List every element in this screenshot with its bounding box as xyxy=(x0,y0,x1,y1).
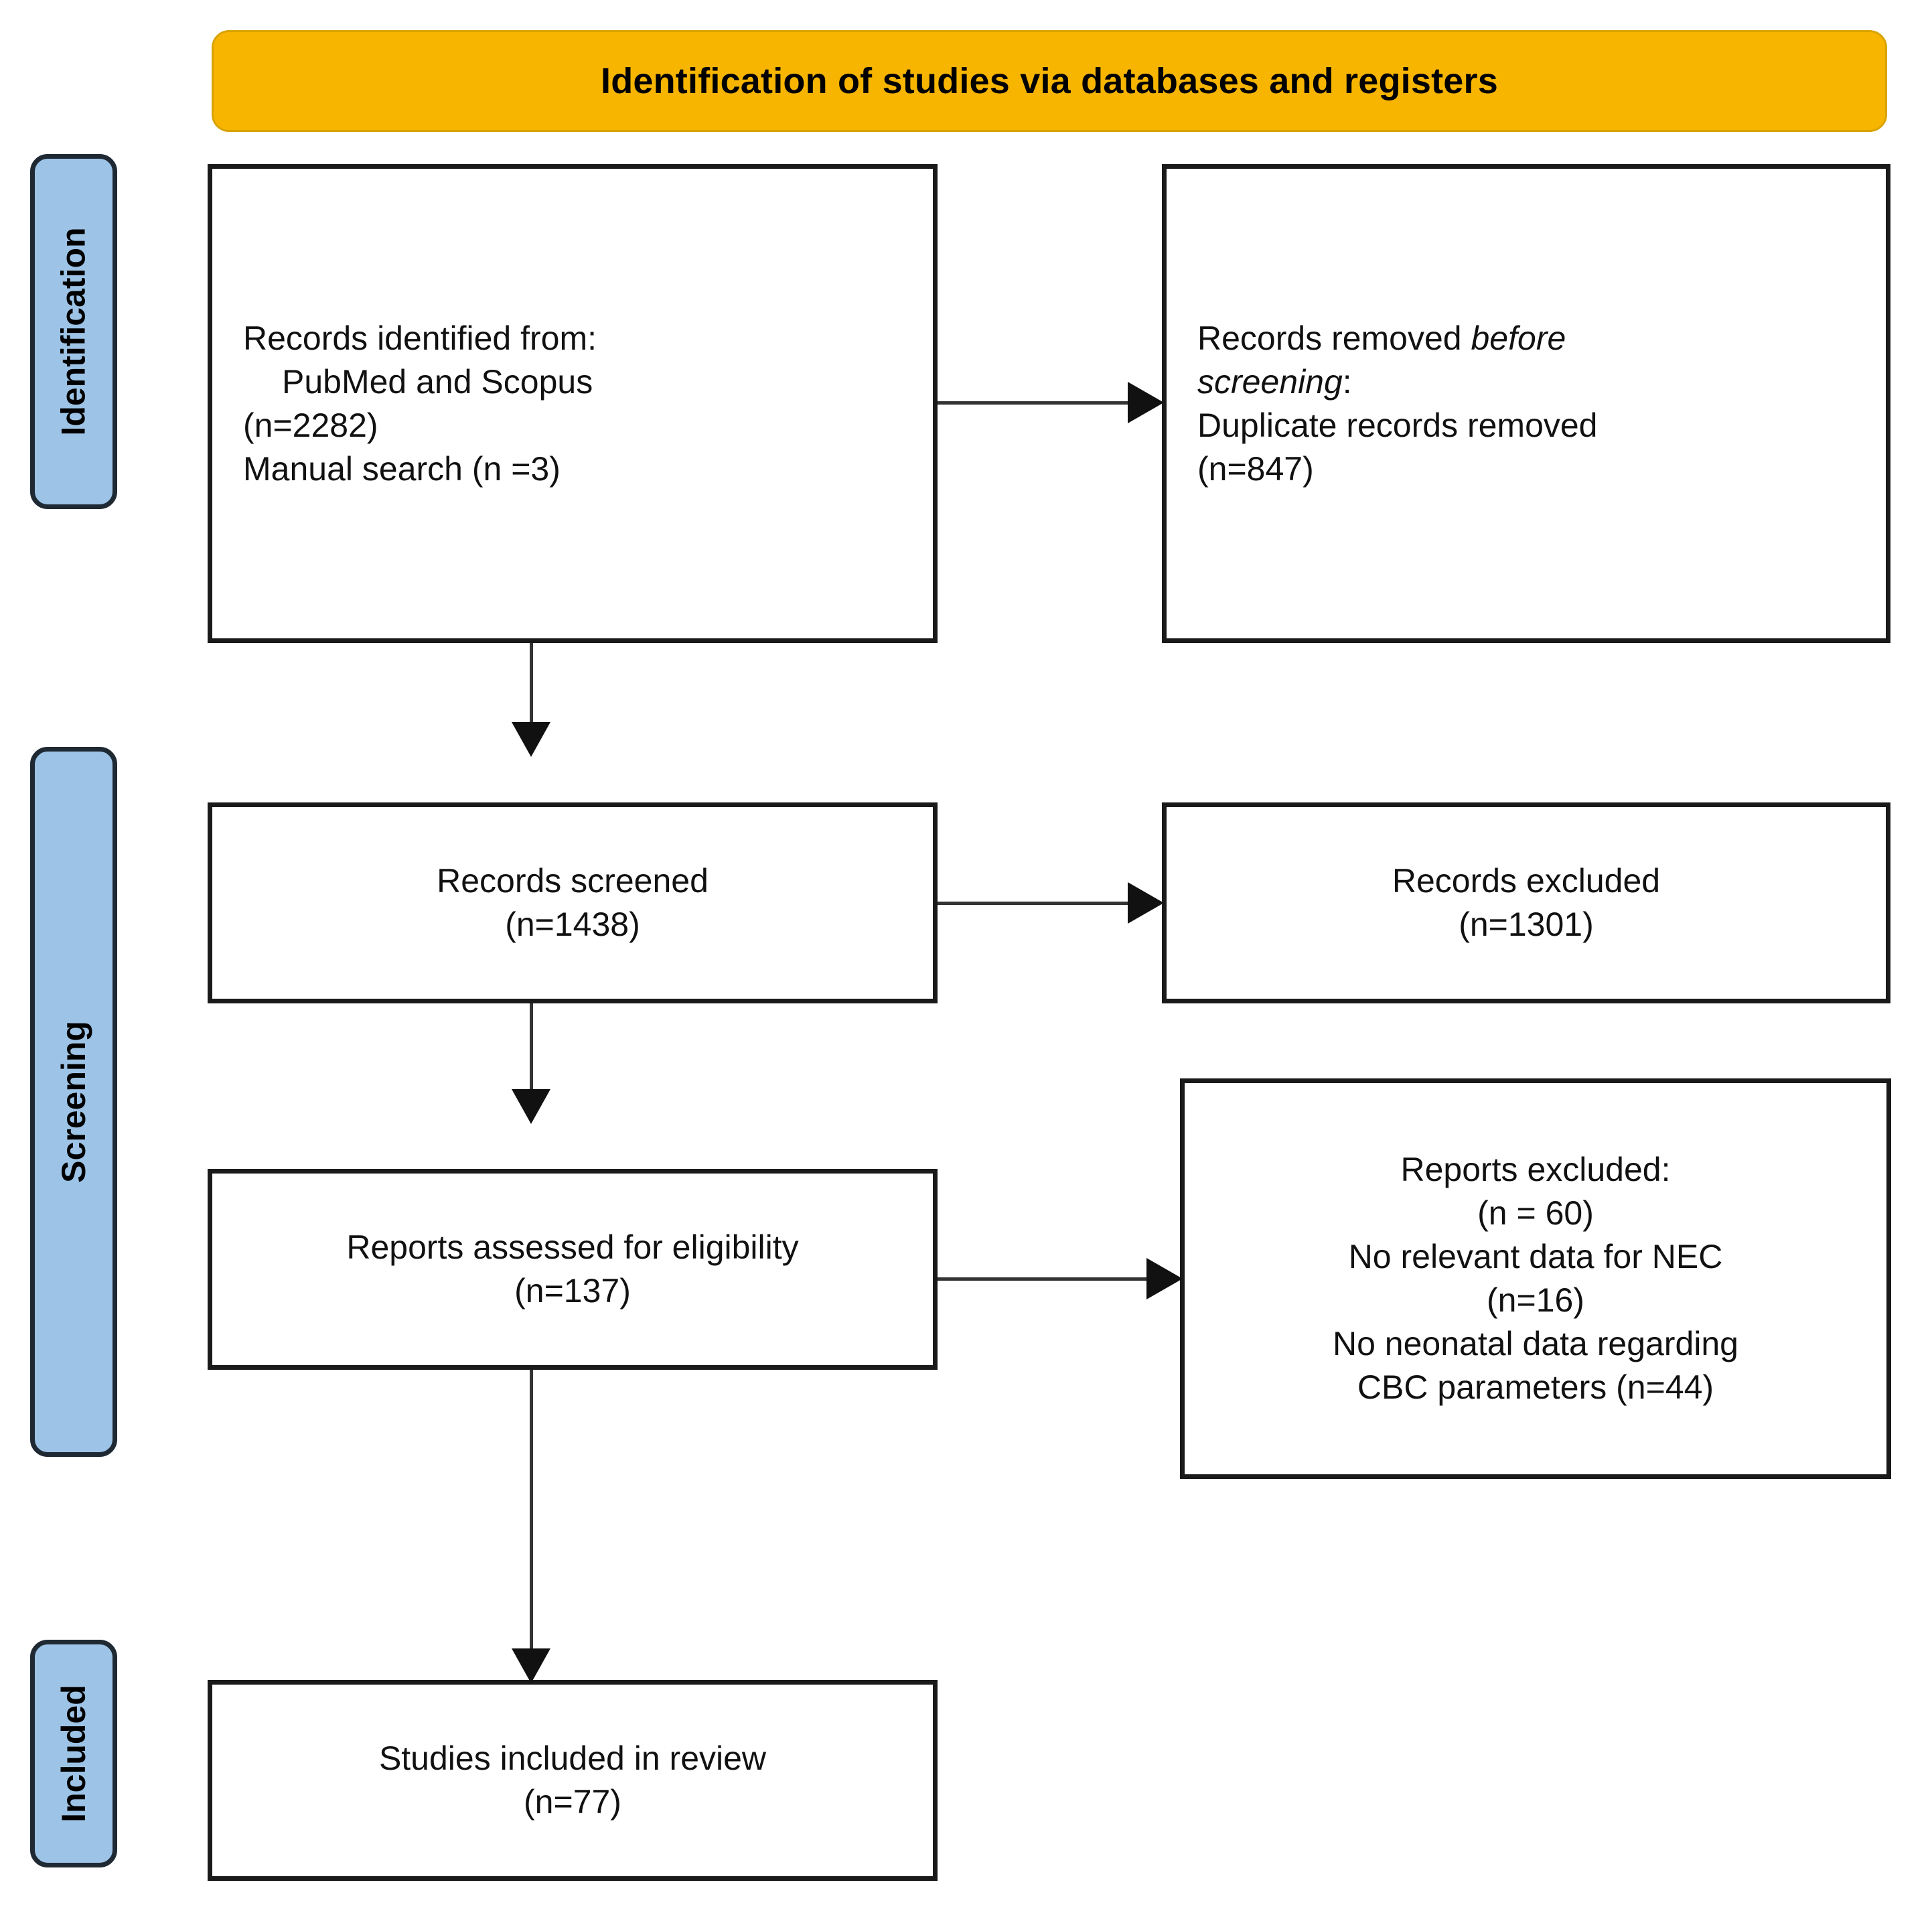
box-reports-assessed-eligibility-text: Reports assessed for eligibility (n=137) xyxy=(346,1228,799,1310)
arrow-identified-to-screened xyxy=(511,643,551,757)
box-reports-excluded: Reports excluded: (n = 60) No relevant d… xyxy=(1180,1078,1891,1479)
box-records-identified-text: Records identified from: PubMed and Scopu… xyxy=(212,317,597,491)
arrow-head-right-icon xyxy=(1146,1258,1183,1299)
box-records-removed: Records removed before screening: Duplicat… xyxy=(1162,164,1890,643)
box-records-excluded: Records excluded (n=1301) xyxy=(1162,802,1890,1003)
records-identified-line-4: Manual search (n =3) xyxy=(243,449,561,488)
arrow-shaft xyxy=(938,902,1133,905)
arrow-shaft xyxy=(530,1003,533,1089)
stage-label-screening: Screening xyxy=(30,747,117,1457)
records-identified-line-3: (n=2282) xyxy=(243,406,378,444)
box-studies-included-review: Studies included in review (n=77) xyxy=(208,1680,938,1881)
arrow-eligibility-to-reports-excluded xyxy=(938,1258,1183,1299)
arrow-head-right-icon xyxy=(1128,882,1164,924)
records-identified-line-2: PubMed and Scopus xyxy=(282,362,593,401)
arrow-shaft xyxy=(530,643,533,722)
stage-label-identification-text: Identification xyxy=(55,227,93,436)
records-removed-prefix: Records removed xyxy=(1197,319,1471,357)
records-removed-colon: : xyxy=(1342,362,1352,401)
box-records-screened-text: Records screened (n=1438) xyxy=(437,862,709,943)
arrow-head-down-icon xyxy=(512,1089,550,1124)
stage-label-included-text: Included xyxy=(55,1685,93,1823)
diagram-header-banner: Identification of studies via databases … xyxy=(212,30,1887,132)
box-reports-assessed-eligibility: Reports assessed for eligibility (n=137) xyxy=(208,1169,938,1370)
box-reports-excluded-text: Reports excluded: (n = 60) No relevant d… xyxy=(1332,1151,1738,1406)
records-removed-line-3: Duplicate records removed xyxy=(1197,406,1598,444)
box-records-excluded-text: Records excluded (n=1301) xyxy=(1392,862,1661,943)
stage-label-screening-text: Screening xyxy=(55,1021,92,1183)
arrow-screened-to-eligibility xyxy=(511,1003,551,1124)
box-records-screened: Records screened (n=1438) xyxy=(208,802,938,1003)
diagram-title: Identification of studies via databases … xyxy=(601,61,1498,101)
records-removed-italic-screening: screening xyxy=(1197,362,1343,401)
records-identified-line-1: Records identified from: xyxy=(243,319,597,357)
stage-label-included: Included xyxy=(30,1640,117,1867)
arrow-shaft xyxy=(938,401,1133,405)
arrow-head-down-icon xyxy=(512,722,550,757)
stage-label-identification: Identification xyxy=(30,154,117,509)
box-records-removed-text: Records removed before screening: Duplicat… xyxy=(1167,317,1598,491)
arrow-screened-to-excluded xyxy=(938,882,1164,924)
arrow-eligibility-to-included xyxy=(511,1370,551,1683)
arrow-identified-to-removed xyxy=(938,382,1164,423)
arrow-head-down-icon xyxy=(512,1648,550,1683)
arrow-shaft xyxy=(530,1370,533,1648)
box-records-identified: Records identified from: PubMed and Scopu… xyxy=(208,164,938,643)
records-removed-italic-before: before xyxy=(1471,319,1566,357)
arrow-head-right-icon xyxy=(1128,382,1164,423)
box-studies-included-review-text: Studies included in review (n=77) xyxy=(378,1740,767,1821)
arrow-shaft xyxy=(938,1277,1152,1281)
records-removed-line-4: (n=847) xyxy=(1197,449,1314,488)
